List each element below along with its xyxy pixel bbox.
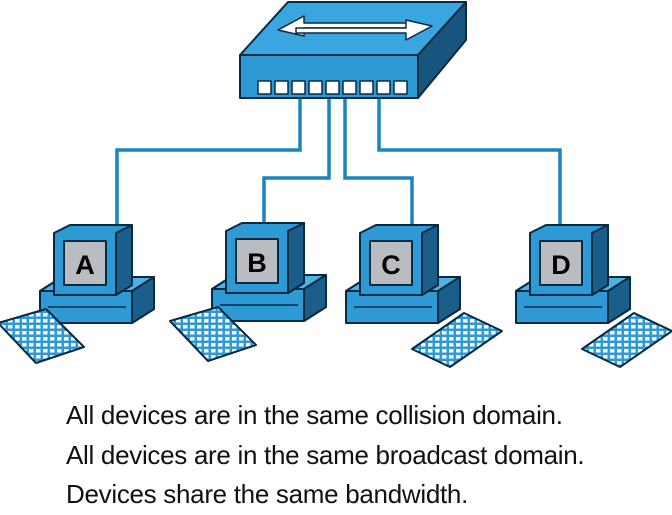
cable-b <box>262 95 331 230</box>
caption-shared-bandwidth: Devices share the same bandwidth. <box>66 479 468 509</box>
computer-icon <box>345 224 461 324</box>
device-label: A <box>75 250 95 280</box>
hub-icon <box>239 1 467 99</box>
cable-a <box>115 95 302 232</box>
device-label: C <box>381 250 401 280</box>
keyboard-icon <box>169 306 257 362</box>
keyboard-icon <box>411 312 503 368</box>
device-d: D <box>515 224 672 368</box>
cable-c <box>343 95 414 232</box>
cable-d <box>377 95 562 232</box>
device-a: A <box>0 224 155 364</box>
computer-icon <box>515 224 631 324</box>
double-arrow-icon <box>277 15 433 41</box>
device-label: B <box>247 248 267 278</box>
cables <box>115 95 562 232</box>
device-label: D <box>551 250 571 280</box>
device-b: B <box>169 222 327 362</box>
device-c: C <box>345 224 503 368</box>
caption-broadcast-domain: All devices are in the same broadcast do… <box>66 440 585 470</box>
computer-icon <box>211 222 327 322</box>
keyboard-icon <box>0 308 85 364</box>
caption-collision-domain: All devices are in the same collision do… <box>66 400 563 430</box>
hub-ports <box>257 80 408 95</box>
computer-icon <box>39 224 155 324</box>
keyboard-icon <box>581 312 672 368</box>
